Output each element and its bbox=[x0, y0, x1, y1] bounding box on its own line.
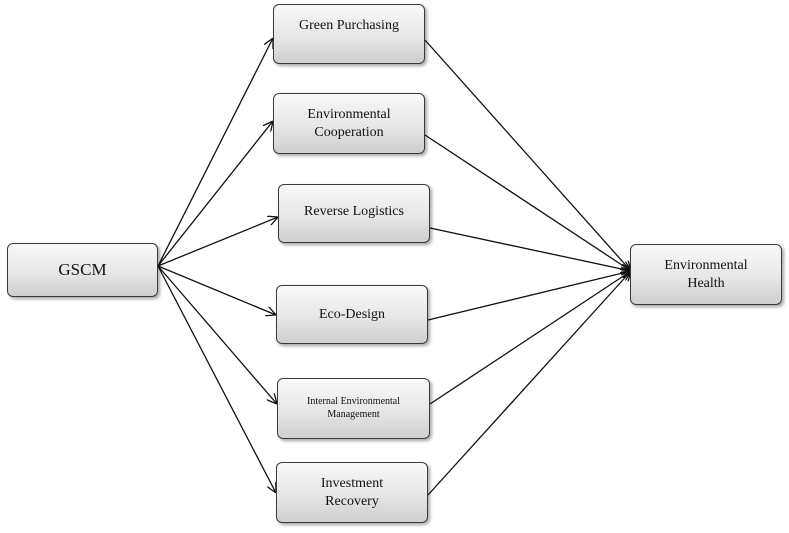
arrow-gscm-to-internal-environmental-management bbox=[157, 265, 277, 404]
node-internal-environmental-management-label: Internal Environmental Management bbox=[306, 396, 401, 420]
node-environmental-health: Environmental Health bbox=[630, 244, 782, 305]
arrow-internal-environmental-management-to-environmental-health bbox=[429, 271, 631, 405]
node-environmental-health-label: Environmental Health bbox=[664, 258, 748, 291]
node-environmental-cooperation-label: Environmental Cooperation bbox=[307, 107, 391, 140]
arrow-environmental-cooperation-to-environmental-health bbox=[424, 134, 631, 271]
arrow-gscm-to-environmental-cooperation bbox=[157, 121, 273, 267]
arrow-green-purchasing-to-environmental-health bbox=[424, 39, 631, 271]
node-eco-design: Eco-Design bbox=[276, 285, 428, 344]
node-eco-design-label: Eco-Design bbox=[318, 306, 386, 322]
node-reverse-logistics-label: Reverse Logistics bbox=[304, 204, 404, 219]
node-environmental-cooperation: Environmental Cooperation bbox=[273, 93, 425, 154]
node-gscm-label: GSCM bbox=[58, 260, 107, 280]
arrow-gscm-to-green-purchasing bbox=[157, 38, 273, 267]
node-internal-environmental-management: Internal Environmental Management bbox=[277, 378, 430, 439]
arrow-eco-design-to-environmental-health bbox=[427, 271, 631, 321]
arrow-investment-recovery-to-environmental-health bbox=[427, 271, 631, 496]
node-green-purchasing: Green Purchasing bbox=[273, 4, 425, 64]
arrow-gscm-to-eco-design bbox=[157, 265, 276, 315]
arrow-gscm-to-reverse-logistics bbox=[157, 217, 278, 267]
arrow-gscm-to-investment-recovery bbox=[157, 265, 276, 493]
node-reverse-logistics: Reverse Logistics bbox=[278, 184, 430, 243]
arrow-reverse-logistics-to-environmental-health bbox=[429, 227, 631, 271]
node-gscm: GSCM bbox=[7, 243, 158, 297]
node-investment-recovery-label: Investment Recovery bbox=[320, 476, 384, 509]
node-green-purchasing-label: Green Purchasing bbox=[299, 18, 399, 33]
node-investment-recovery: Investment Recovery bbox=[276, 462, 428, 523]
